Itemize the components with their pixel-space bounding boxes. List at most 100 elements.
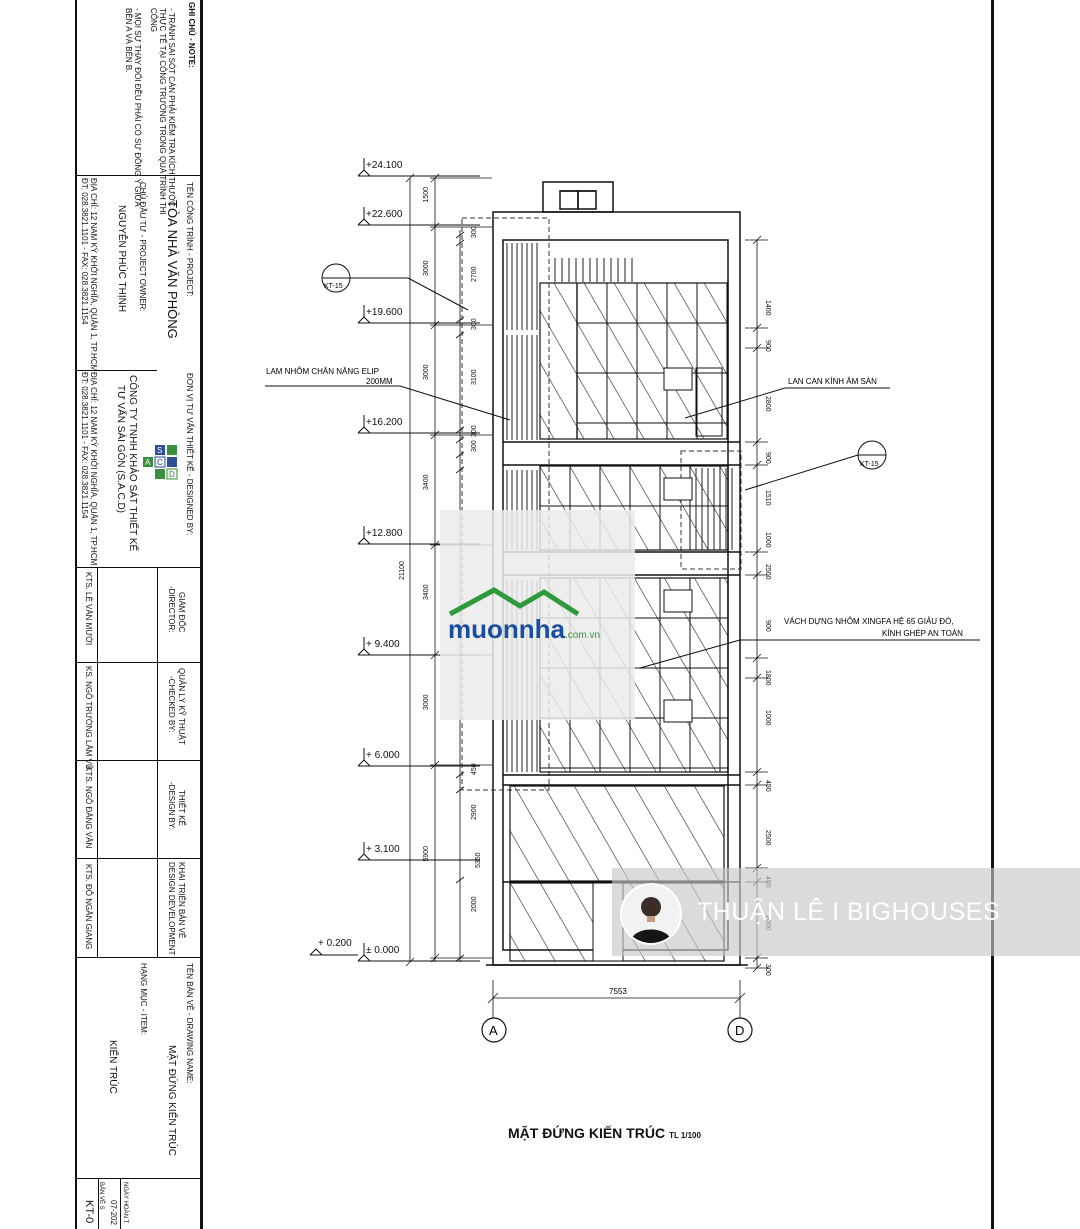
inner-dim-label: 300 bbox=[471, 440, 478, 452]
inner-dim-label: 300 bbox=[471, 318, 478, 330]
dim-tick bbox=[430, 760, 440, 770]
callout-kt15-left bbox=[321, 263, 469, 311]
dim-tick bbox=[455, 466, 465, 474]
callout-kt15-right bbox=[744, 440, 887, 491]
logo-letter: D bbox=[169, 470, 175, 479]
right-dim-label: 900 bbox=[764, 452, 771, 464]
ground-level-label: + 0.200 bbox=[318, 938, 352, 949]
annotation-leaders bbox=[265, 385, 980, 669]
dim-tick bbox=[455, 771, 465, 779]
right-dimensions bbox=[745, 235, 768, 973]
window-frame bbox=[663, 699, 693, 723]
inner-dim-label: 450 bbox=[471, 763, 478, 775]
dim-tick bbox=[752, 235, 762, 245]
dim-tick bbox=[455, 331, 465, 339]
dim-tick bbox=[455, 231, 465, 239]
dim-tick bbox=[752, 963, 762, 973]
callout-ref: KT-15 bbox=[324, 283, 343, 290]
left-dim-label: 3000 bbox=[423, 364, 430, 380]
house-roof-icon bbox=[448, 586, 580, 621]
right-dim-label: 2500 bbox=[764, 830, 771, 846]
inner-dim-label: 2900 bbox=[471, 804, 478, 820]
level-label: +22.600 bbox=[366, 209, 403, 220]
level-label: +16.200 bbox=[366, 417, 403, 428]
inner-dim-label: 5350 bbox=[475, 852, 482, 868]
window-frame bbox=[663, 367, 693, 391]
dim-tick bbox=[752, 780, 762, 790]
right-dim-label: 2800 bbox=[764, 396, 771, 412]
right-dim-label: 1510 bbox=[764, 490, 771, 506]
annotation-curtain-glass: KÍNH GHÉP AN TOÀN bbox=[882, 629, 963, 638]
dim-tick bbox=[455, 786, 465, 794]
left-dim-label: 3000 bbox=[423, 694, 430, 710]
dim-tick bbox=[430, 650, 440, 660]
dim-tick bbox=[455, 316, 465, 324]
level-label: +24.100 bbox=[366, 160, 403, 171]
right-dim-label: 900 bbox=[764, 340, 771, 352]
annotation-louver: LAM NHÔM CHÂN NĂNG ELIP bbox=[266, 367, 379, 376]
watermark-logo-box bbox=[440, 510, 635, 720]
dim-tick bbox=[455, 436, 465, 444]
inner-dim-label: 2700 bbox=[471, 266, 478, 282]
logo-letter: S bbox=[157, 446, 162, 455]
dim-tick bbox=[455, 426, 465, 434]
right-dim-label: 300 bbox=[764, 964, 771, 976]
level-label: ± 0.000 bbox=[366, 945, 400, 956]
dim-tick bbox=[752, 343, 762, 353]
overall-height-label: 21100 bbox=[399, 561, 406, 580]
drawing-scale: TL 1/100 bbox=[669, 1131, 701, 1140]
dim-tick bbox=[455, 954, 465, 962]
width-dim-label: 7553 bbox=[609, 987, 627, 996]
dim-tick bbox=[752, 460, 762, 470]
dim-tick bbox=[405, 957, 415, 967]
level-label: + 3.100 bbox=[366, 844, 400, 855]
logo-letter: A bbox=[145, 458, 151, 467]
dim-tick bbox=[752, 547, 762, 557]
level-label: +12.800 bbox=[366, 528, 403, 539]
dim-tick bbox=[752, 437, 762, 447]
dim-tick bbox=[405, 173, 415, 183]
left-dim-label: 3400 bbox=[423, 584, 430, 600]
window-frame bbox=[695, 367, 723, 437]
right-dim-label: 1000 bbox=[764, 710, 771, 726]
dim-tick bbox=[430, 173, 440, 183]
left-dim-label: 5900 bbox=[423, 846, 430, 862]
annotation-railing: LAN CAN KÍNH ÂM SÀN bbox=[788, 377, 877, 386]
watermark-logo: muonnha.com.vn bbox=[448, 614, 601, 644]
level-label: +19.600 bbox=[366, 307, 403, 318]
right-dim-label: 450 bbox=[764, 780, 771, 792]
right-dim-label: 900 bbox=[764, 620, 771, 632]
dim-tick bbox=[430, 540, 440, 550]
inner-dim-label: 2000 bbox=[471, 896, 478, 912]
inner-dim-label: 300 bbox=[471, 425, 478, 437]
level-label: + 6.000 bbox=[366, 750, 400, 761]
left-dim-label: 3000 bbox=[423, 260, 430, 276]
right-dim-label: 1400 bbox=[764, 300, 771, 316]
grid-bubble-d: D bbox=[727, 1017, 753, 1043]
dim-tick bbox=[455, 239, 465, 247]
right-dim-label: 2500 bbox=[764, 564, 771, 580]
grid-bubble-a: A bbox=[481, 1017, 507, 1043]
right-dim-label: 1800 bbox=[764, 670, 771, 686]
left-dim-label: 3400 bbox=[423, 474, 430, 490]
dim-tick bbox=[752, 767, 762, 777]
inner-dim-label: 3100 bbox=[471, 369, 478, 385]
inner-dim-label: 300 bbox=[471, 226, 478, 238]
watermark-author: THUẬN LÊ I BIGHOUSES bbox=[697, 898, 1001, 926]
dim-tick bbox=[430, 320, 440, 330]
window-frame bbox=[663, 589, 693, 613]
window-frame bbox=[663, 477, 693, 501]
width-dimension bbox=[487, 980, 746, 1018]
logo-letter: C bbox=[157, 458, 163, 467]
annotation-curtain-wall: VÁCH DỰNG NHÔM XINGFA HỆ 65 GIẢU ĐÓ, bbox=[784, 617, 954, 626]
dim-tick bbox=[752, 323, 762, 333]
avatar bbox=[620, 883, 682, 945]
dim-tick bbox=[430, 222, 440, 232]
svg-text:A: A bbox=[489, 1023, 498, 1038]
company-logo: A S C D bbox=[141, 443, 181, 485]
ground-level-arrow bbox=[309, 948, 323, 956]
svg-text:D: D bbox=[735, 1023, 744, 1038]
dim-tick bbox=[752, 673, 762, 683]
dim-tick bbox=[752, 570, 762, 580]
